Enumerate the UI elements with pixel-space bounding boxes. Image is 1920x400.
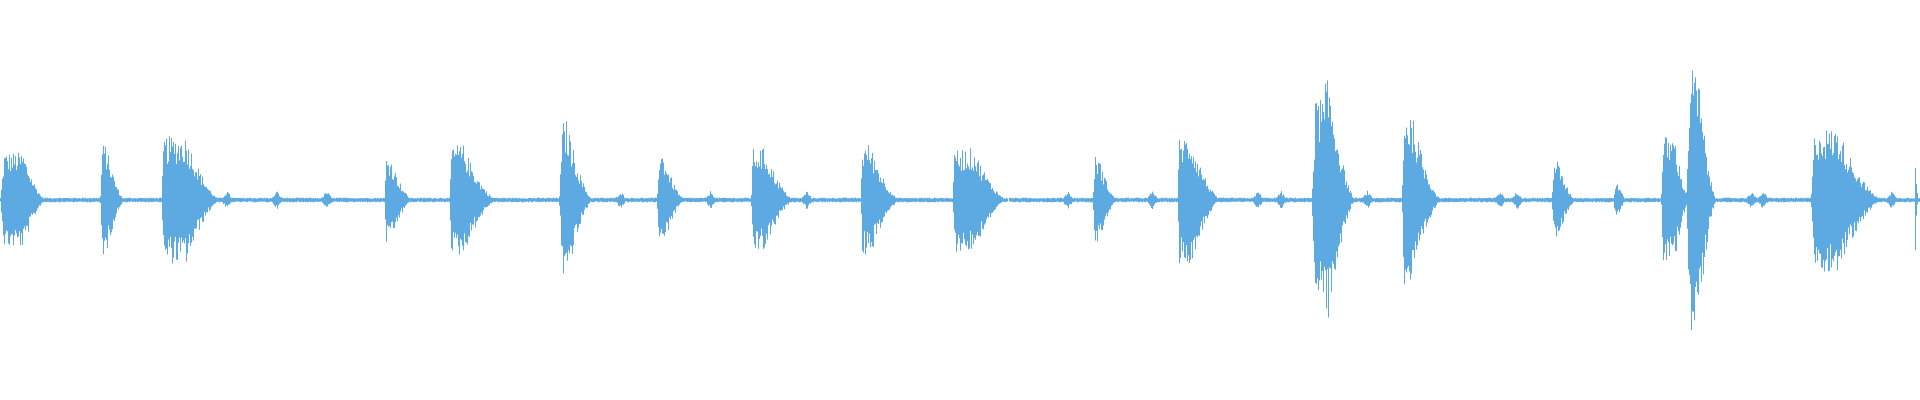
waveform-samples — [0, 70, 1920, 331]
